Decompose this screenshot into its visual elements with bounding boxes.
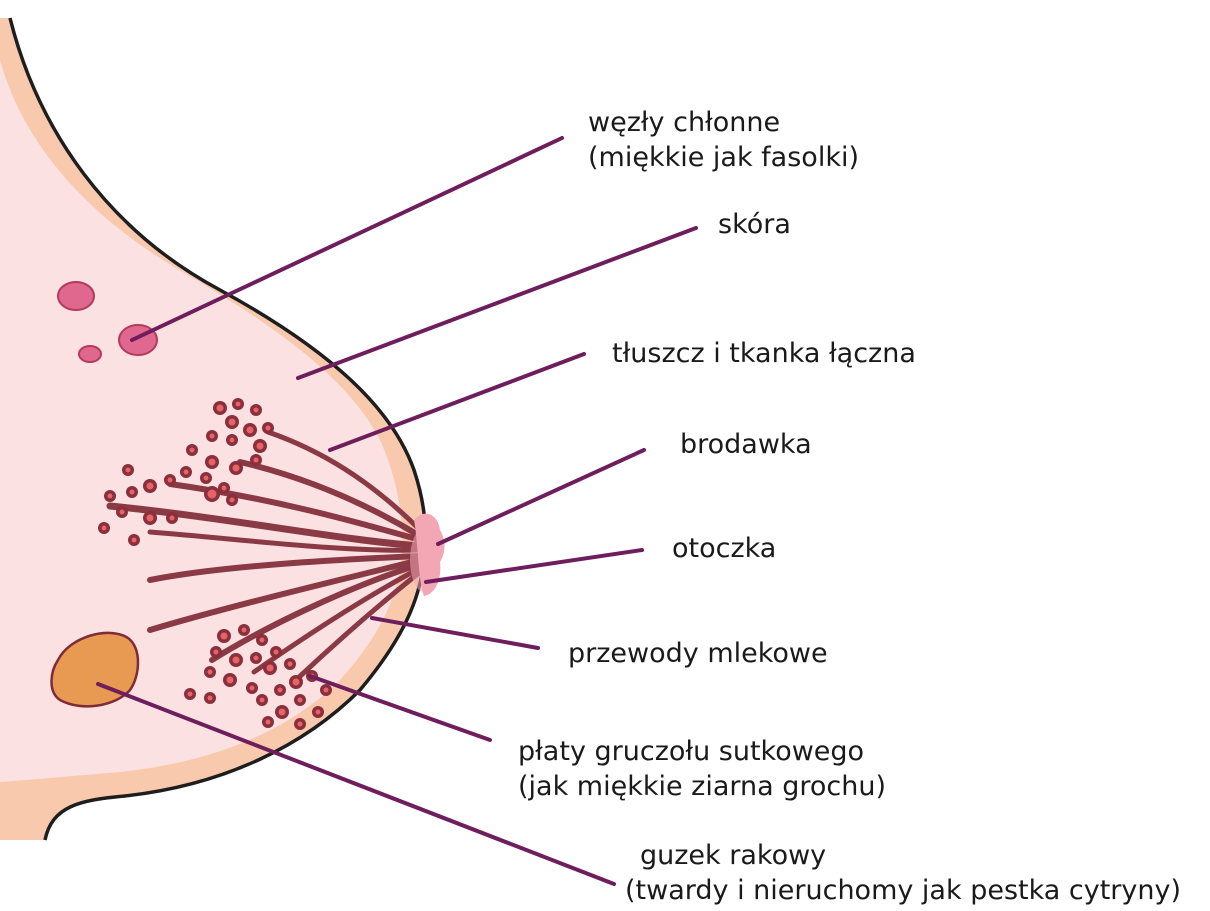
lobule-core <box>236 402 241 407</box>
lobule-core <box>316 710 321 715</box>
label-nipple: brodawka <box>680 429 812 460</box>
label-areola: otoczka <box>672 533 776 564</box>
label-fat: tłuszcz i tkanka łączna <box>612 338 916 369</box>
lobule-core <box>293 679 300 686</box>
lobule-core <box>204 476 209 481</box>
leader-line-areola <box>426 550 642 582</box>
lobule-core <box>208 696 213 701</box>
lobule-core <box>267 665 274 672</box>
lobule-core <box>227 677 234 684</box>
lobule-core <box>242 628 247 633</box>
lobule-core <box>324 688 329 693</box>
lymph-node <box>58 282 94 310</box>
label-lobules-line2: (jak miękkie ziarna grochu) <box>518 771 886 802</box>
label-lobules-line1: płaty gruczołu sutkowego <box>518 736 864 767</box>
lobule-core <box>214 650 219 655</box>
labels: węzły chłonne (miękkie jak fasolki) skór… <box>518 107 1181 906</box>
lobule-core <box>247 427 254 434</box>
lobule-core <box>209 459 216 466</box>
label-lymph-nodes-line2: (miękkie jak fasolki) <box>588 142 859 173</box>
lobule-core <box>221 633 228 640</box>
lobule-core <box>102 526 107 531</box>
lobule-core <box>266 720 271 725</box>
lobule-core <box>130 490 135 495</box>
lobule-core <box>260 638 265 643</box>
lobule-core <box>126 468 131 473</box>
leader-line-lymph-nodes <box>132 138 562 340</box>
lobule-core <box>288 662 293 667</box>
lobule-core <box>260 698 265 703</box>
lobule-core <box>266 426 271 431</box>
lobule-core <box>190 448 195 453</box>
label-skin: skóra <box>718 209 791 240</box>
lobule-core <box>208 670 213 675</box>
lobule-core <box>147 515 154 522</box>
lobule-core <box>120 510 125 515</box>
lobule-core <box>168 478 173 483</box>
label-ducts: przewody mlekowe <box>568 638 828 669</box>
lymph-node <box>79 346 101 362</box>
lobule-core <box>298 722 303 727</box>
lobule-core <box>233 465 240 472</box>
label-tumor-line2: (twardy i nieruchomy jak pestka cytryny) <box>625 875 1181 906</box>
lobule-core <box>274 650 279 655</box>
lobule-core <box>254 656 259 661</box>
lobule-core <box>217 405 224 412</box>
lobule-core <box>208 490 217 499</box>
lobule-core <box>170 516 175 521</box>
lobule-core <box>257 443 264 450</box>
lobule-core <box>250 686 255 691</box>
lobule-core <box>184 470 189 475</box>
label-lymph-nodes-line1: węzły chłonne <box>588 107 780 138</box>
leader-line-nipple <box>438 450 644 544</box>
lobule-core <box>279 709 286 716</box>
lobule-core <box>233 657 240 664</box>
lobule-core <box>108 494 113 499</box>
lobule-core <box>254 408 259 413</box>
lobule-core <box>222 486 227 491</box>
lobule-core <box>147 483 154 490</box>
lobule-core <box>254 458 259 463</box>
lobule-core <box>298 698 303 703</box>
lobule-core <box>230 498 235 503</box>
label-tumor-line1: guzek rakowy <box>640 840 826 871</box>
lobule-core <box>210 434 215 439</box>
lobule-core <box>230 438 235 443</box>
lobule-core <box>188 692 193 697</box>
lobule-core <box>278 688 283 693</box>
lobule-core <box>132 538 137 543</box>
lobule-core <box>229 419 236 426</box>
